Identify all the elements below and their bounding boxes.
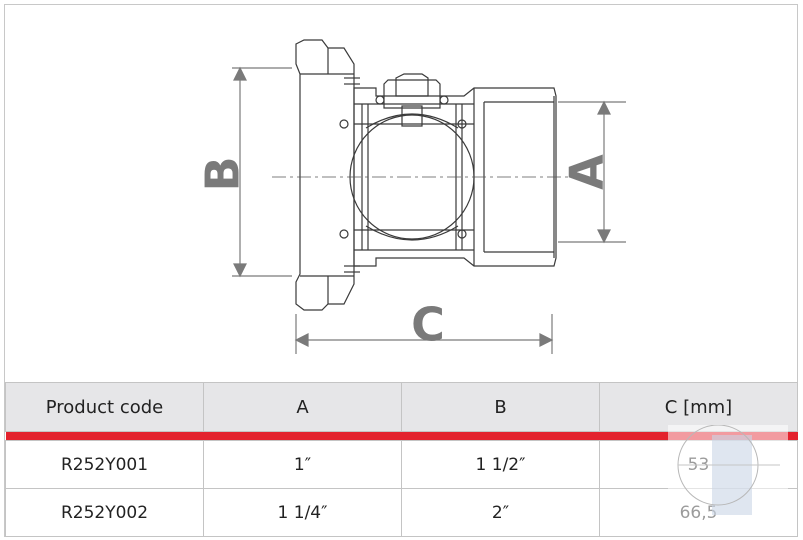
stem-outline <box>383 79 441 109</box>
header-a: A <box>203 382 402 432</box>
watermark-logo <box>668 425 788 535</box>
header-product-code: Product code <box>5 382 204 432</box>
cell-code: R252Y002 <box>5 488 204 537</box>
cell-code: R252Y001 <box>5 440 204 489</box>
header-b: B <box>401 382 600 432</box>
cell-a: 1 1/4″ <box>203 488 402 537</box>
cell-a: 1″ <box>203 440 402 489</box>
dimension-label-a: A <box>560 154 614 190</box>
cell-b: 2″ <box>401 488 600 537</box>
cell-b: 1 1/2″ <box>401 440 600 489</box>
dimension-label-c: C <box>411 298 445 352</box>
fitting-technical-drawing: B A C <box>196 39 626 354</box>
document-frame <box>4 4 798 537</box>
dimension-label-b: B <box>196 156 250 191</box>
union-nut-outline <box>295 39 355 311</box>
header-c: C [mm] <box>599 382 798 432</box>
